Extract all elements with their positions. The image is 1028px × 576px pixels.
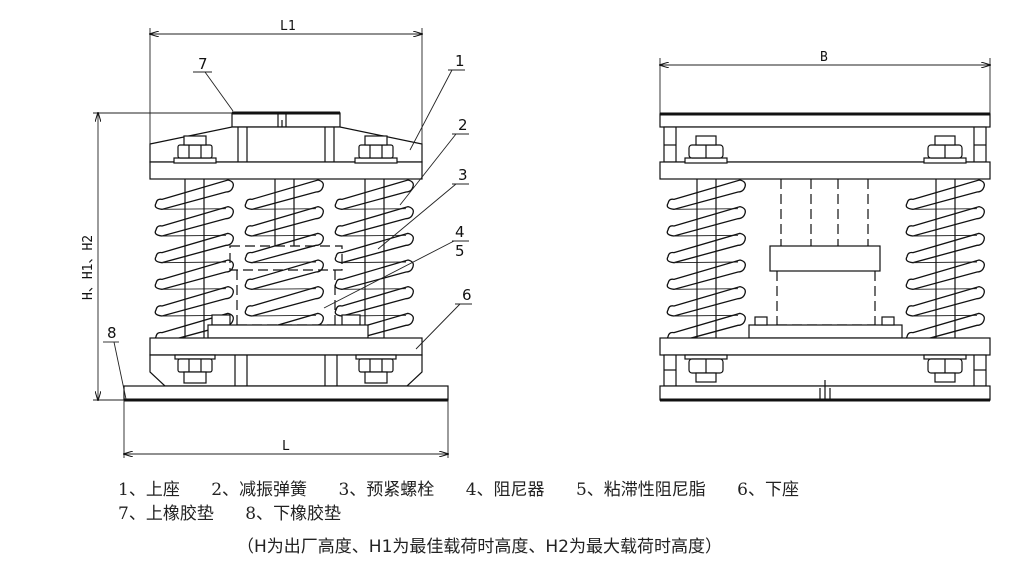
springs-front [154, 179, 414, 344]
top-nut-left [173, 135, 217, 164]
spring-center [244, 179, 324, 344]
side-bottom-nut-left [684, 354, 728, 383]
parts-legend: 1、上座 2、减振弹簧 3、预紧螺栓 4、阻尼器 5、粘滞性阻尼脂 6、下座 7… [118, 478, 825, 526]
dimension-label-b: B [820, 50, 828, 65]
dimension-b: B [660, 50, 990, 114]
leader-label-4: 4 [455, 223, 465, 241]
legend-item-1: 1、上座 [118, 480, 180, 500]
side-spring-right [905, 179, 985, 344]
leader-label-7: 7 [198, 55, 208, 73]
side-bottom-nut-right [923, 354, 967, 383]
legend-item-4: 4、阻尼器 [465, 480, 545, 500]
dimension-l: L [124, 400, 448, 458]
legend-item-6: 6、下座 [737, 480, 799, 500]
side-upper-rubber-pad [659, 113, 991, 128]
upper-seat [149, 126, 423, 180]
front-view: L1 H、H1、H2 [81, 19, 472, 458]
damper [229, 245, 343, 326]
legend-item-8: 8、下橡胶垫 [245, 504, 342, 524]
side-top-nut-right [923, 135, 967, 164]
height-note: （H为出厂高度、H1为最佳载荷时高度、H2为最大载荷时高度） [237, 537, 722, 557]
side-top-nut-left [684, 135, 728, 164]
springs-side [666, 179, 985, 344]
small-nut-right [341, 314, 361, 326]
leader-label-2: 2 [458, 116, 468, 134]
bottom-nut-right [355, 354, 397, 384]
side-damper-base [748, 324, 903, 339]
leader-label-8: 8 [107, 324, 117, 342]
side-damper [769, 179, 881, 326]
leader-label-6: 6 [462, 286, 472, 304]
leader-lines: 7 1 2 3 4 5 6 8 [103, 52, 472, 400]
lower-rubber-pad [123, 385, 449, 401]
spring-right [334, 179, 414, 344]
preload-bolts [184, 179, 385, 338]
damper-base-plate [207, 324, 369, 339]
side-lower-seat [659, 337, 991, 356]
top-nut-right [354, 135, 398, 164]
dimension-label-l1: L1 [280, 19, 296, 34]
leader-label-3: 3 [458, 166, 468, 184]
dimension-label-h: H、H1、H2 [81, 235, 96, 300]
legend-item-3: 3、预紧螺栓 [338, 480, 435, 500]
lower-seat [149, 337, 423, 387]
legend-row-2: 7、上橡胶垫 8、下橡胶垫 [118, 502, 825, 526]
side-view: B [659, 50, 991, 402]
dimension-h: H、H1、H2 [81, 113, 232, 400]
legend-item-5: 5、粘滞性阻尼脂 [575, 480, 706, 500]
leader-label-1: 1 [455, 52, 465, 70]
dimension-label-l: L [282, 439, 290, 454]
legend-item-2: 2、减振弹簧 [211, 480, 308, 500]
small-nut-left [211, 314, 231, 326]
bottom-nut-left [174, 354, 216, 384]
legend-item-7: 7、上橡胶垫 [118, 504, 214, 524]
dimension-l1: L1 [150, 19, 422, 150]
legend-row-1: 1、上座 2、减振弹簧 3、预紧螺栓 4、阻尼器 5、粘滞性阻尼脂 6、下座 [118, 478, 825, 502]
leader-label-5: 5 [455, 242, 465, 260]
side-bolts [696, 179, 956, 338]
side-spring-left [666, 179, 746, 344]
